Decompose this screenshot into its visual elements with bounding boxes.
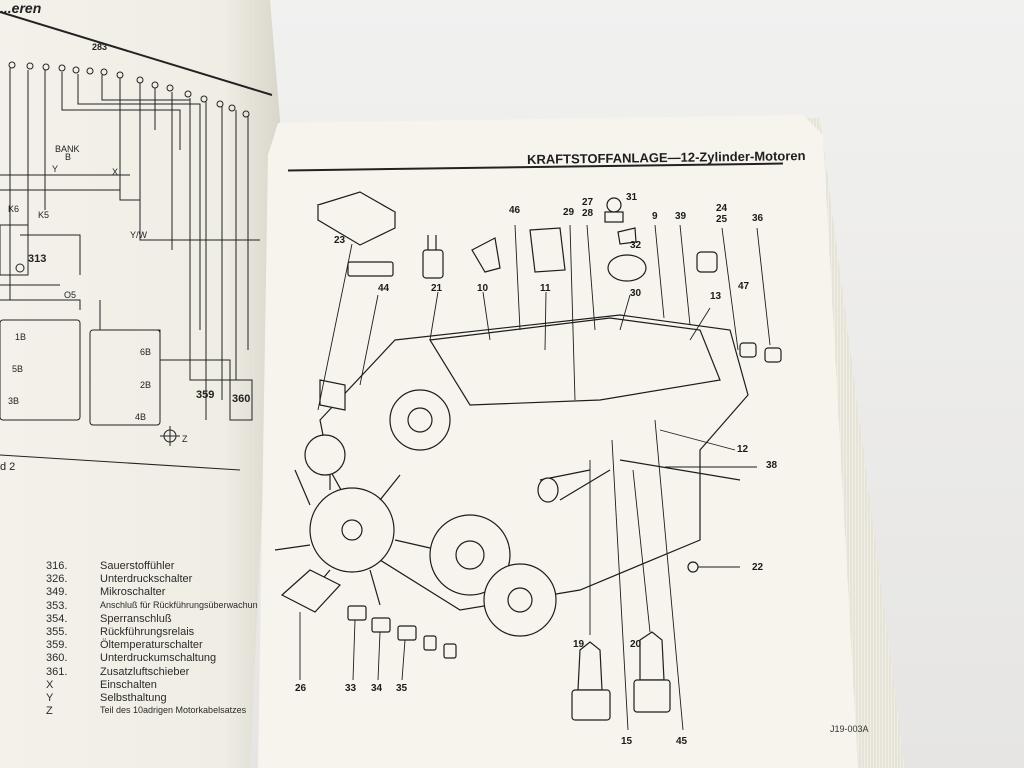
svg-text:1B: 1B (15, 332, 26, 342)
callout-26: 26 (295, 683, 307, 694)
callout-31: 31 (626, 192, 638, 203)
legend-item: 359.Öltemperaturschalter (46, 639, 203, 652)
legend-item: 316.Sauerstoffühler (46, 560, 175, 572)
svg-text:6B: 6B (140, 347, 151, 357)
svg-text:2B: 2B (140, 380, 151, 390)
callout-22: 22 (752, 562, 764, 573)
left-page: ...eren 283 313 BANK B (0, 0, 280, 768)
svg-text:313: 313 (28, 253, 46, 265)
callout-29: 29 (563, 207, 575, 218)
svg-text:4B: 4B (135, 412, 146, 422)
svg-text:d 2: d 2 (0, 461, 15, 473)
svg-text:359: 359 (196, 389, 214, 401)
legend-item: 326.Unterdruckschalter (46, 573, 193, 586)
figure-code: J19-003A (830, 724, 869, 734)
callout-9: 9 (652, 211, 658, 222)
svg-text:BANK: BANK (55, 144, 80, 154)
legend-item: 349.Mikroschalter (46, 586, 166, 599)
legend-list: 316.Sauerstoffühler 326.Unterdruckschalt… (0, 560, 263, 718)
callout-39: 39 (675, 211, 687, 222)
callout-19: 19 (573, 639, 585, 650)
svg-text:Y: Y (52, 164, 58, 174)
legend-item: 354.Sperranschluß (46, 612, 172, 625)
callout-20: 20 (630, 639, 642, 650)
callout-10: 10 (477, 283, 489, 294)
svg-text:Y/W: Y/W (130, 230, 148, 240)
svg-text:3B: 3B (8, 396, 19, 406)
callout-13: 13 (710, 291, 722, 302)
wiring-diagram: 283 313 BANK B Y X K6 K5 Y/W O5 1B 5B 3B… (0, 11, 273, 473)
svg-text:K5: K5 (38, 210, 49, 220)
svg-text:Z: Z (182, 434, 188, 444)
callout-30: 30 (630, 288, 642, 299)
callout-23: 23 (334, 235, 346, 246)
svg-text:283: 283 (92, 42, 107, 52)
callout-28: 28 (582, 208, 594, 219)
svg-text:B: B (65, 152, 71, 162)
svg-text:K6: K6 (8, 204, 19, 214)
callout-32: 32 (630, 240, 642, 251)
callout-27: 27 (582, 197, 594, 208)
svg-text:O5: O5 (64, 290, 76, 300)
legend-item: 361.Zusatzluftschieber (46, 665, 190, 678)
svg-text:5B: 5B (12, 364, 23, 374)
callout-38: 38 (766, 460, 778, 471)
svg-text:X: X (112, 167, 118, 177)
legend-item: 355.Rückführungsrelais (46, 625, 195, 638)
callout-45: 45 (676, 736, 688, 747)
callout-24: 24 (716, 203, 728, 214)
callout-46: 46 (509, 205, 521, 216)
callout-15: 15 (621, 736, 633, 747)
legend-item: 353.Anschluß für Rückführungsüberwachung (46, 599, 263, 612)
callout-44: 44 (378, 283, 390, 294)
callout-25: 25 (716, 214, 728, 225)
callout-21: 21 (431, 283, 443, 294)
callout-47: 47 (738, 281, 750, 292)
svg-text:360: 360 (232, 393, 250, 405)
callout-34: 34 (371, 683, 383, 694)
callout-33: 33 (345, 683, 357, 694)
callout-36: 36 (752, 213, 764, 224)
callout-12: 12 (737, 444, 749, 455)
callout-35: 35 (396, 683, 408, 694)
legend-item: 360.Unterdruckumschaltung (46, 652, 217, 665)
callout-11: 11 (540, 283, 551, 294)
left-page-header: ...eren (0, 0, 42, 16)
